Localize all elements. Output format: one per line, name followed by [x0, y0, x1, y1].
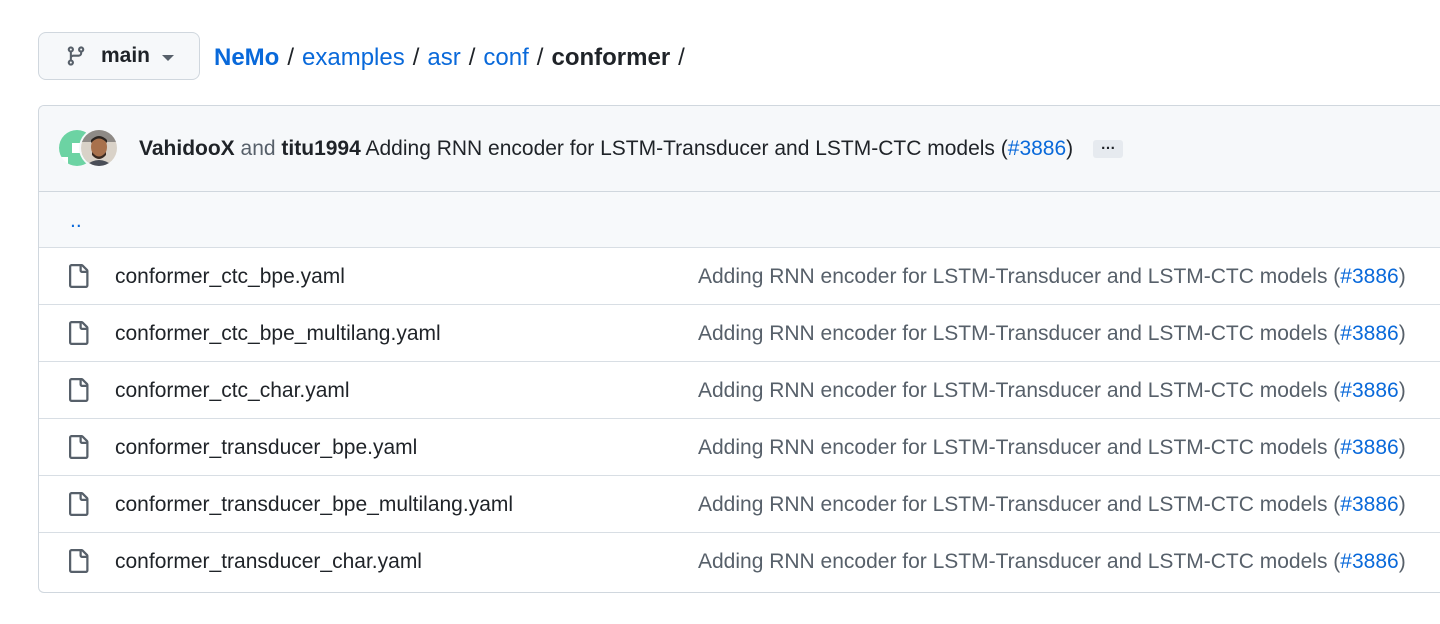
file-pull-request-link[interactable]: #3886 — [1340, 436, 1399, 459]
latest-commit-header: VahidooX and titu1994 Adding RNN encoder… — [39, 106, 1440, 192]
file-commit-message-end[interactable]: ) — [1398, 493, 1406, 516]
breadcrumb-link-asr[interactable]: asr — [427, 44, 461, 71]
file-pull-request-link[interactable]: #3886 — [1340, 550, 1399, 573]
file-commit-message-link[interactable]: Adding RNN encoder for LSTM-Transducer a… — [698, 550, 1341, 573]
breadcrumb-repo-link[interactable]: NeMo — [214, 44, 280, 71]
file-commit-message: Adding RNN encoder for LSTM-Transducer a… — [698, 362, 1406, 420]
file-row: conformer_ctc_bpe.yaml Adding RNN encode… — [39, 248, 1440, 305]
file-name-link[interactable]: conformer_transducer_bpe_multilang.yaml — [115, 493, 514, 516]
file-commit-message-end[interactable]: ) — [1398, 265, 1406, 288]
file-commit-message-link[interactable]: Adding RNN encoder for LSTM-Transducer a… — [698, 265, 1341, 288]
file-pull-request-link[interactable]: #3886 — [1340, 265, 1399, 288]
file-commit-message-end[interactable]: ) — [1398, 550, 1406, 573]
branch-select-button[interactable]: main — [38, 32, 200, 80]
breadcrumb-link-examples[interactable]: examples — [302, 44, 405, 71]
file-name-link[interactable]: conformer_transducer_bpe.yaml — [115, 436, 418, 459]
file-commit-message-link[interactable]: Adding RNN encoder for LSTM-Transducer a… — [698, 436, 1341, 459]
file-commit-message: Adding RNN encoder for LSTM-Transducer a… — [698, 305, 1406, 363]
breadcrumb-separator: / — [468, 44, 476, 71]
file-commit-message-end[interactable]: ) — [1398, 322, 1406, 345]
latest-commit-summary: VahidooX and titu1994 Adding RNN encoder… — [139, 106, 1124, 191]
file-icon — [66, 264, 90, 288]
file-list-box: VahidooX and titu1994 Adding RNN encoder… — [38, 105, 1440, 593]
breadcrumb: NeMo / examples / asr / conf / conformer / — [214, 40, 685, 76]
commit-coauthor-link[interactable]: titu1994 — [281, 137, 361, 160]
file-name-link[interactable]: conformer_ctc_char.yaml — [115, 379, 350, 402]
file-row: conformer_transducer_bpe_multilang.yaml … — [39, 476, 1440, 533]
commit-message-link[interactable]: Adding RNN encoder for LSTM-Transducer a… — [365, 137, 1008, 160]
file-row: conformer_ctc_char.yaml Adding RNN encod… — [39, 362, 1440, 419]
branch-label: main — [101, 44, 151, 67]
parent-directory-row[interactable]: .. — [39, 192, 1440, 248]
file-icon — [66, 378, 90, 402]
caret-down-icon — [162, 55, 174, 61]
breadcrumb-separator: / — [678, 44, 685, 71]
file-pull-request-link[interactable]: #3886 — [1340, 493, 1399, 516]
file-row: conformer_transducer_char.yaml Adding RN… — [39, 533, 1440, 589]
file-icon — [66, 321, 90, 345]
file-name-link[interactable]: conformer_ctc_bpe.yaml — [115, 265, 345, 288]
file-commit-message-link[interactable]: Adding RNN encoder for LSTM-Transducer a… — [698, 322, 1341, 345]
git-branch-icon — [65, 45, 87, 67]
avatar-titu1994[interactable] — [81, 130, 117, 166]
file-pull-request-link[interactable]: #3886 — [1340, 379, 1399, 402]
file-commit-message: Adding RNN encoder for LSTM-Transducer a… — [698, 476, 1406, 534]
pull-request-link[interactable]: #3886 — [1007, 137, 1067, 160]
file-commit-message-end[interactable]: ) — [1398, 379, 1406, 402]
parent-directory-link[interactable]: .. — [70, 209, 82, 232]
breadcrumb-link-conf[interactable]: conf — [483, 44, 529, 71]
expand-commit-message-button[interactable]: … — [1093, 137, 1124, 159]
commit-authors-conjunction: and — [240, 137, 276, 160]
breadcrumb-separator: / — [536, 44, 544, 71]
file-commit-message: Adding RNN encoder for LSTM-Transducer a… — [698, 248, 1406, 306]
commit-message-end[interactable]: ) — [1066, 137, 1074, 160]
file-commit-message: Adding RNN encoder for LSTM-Transducer a… — [698, 533, 1406, 591]
file-icon — [66, 549, 90, 573]
commit-author-link[interactable]: VahidooX — [139, 137, 235, 160]
file-commit-message-link[interactable]: Adding RNN encoder for LSTM-Transducer a… — [698, 379, 1341, 402]
file-commit-message-end[interactable]: ) — [1398, 436, 1406, 459]
file-pull-request-link[interactable]: #3886 — [1340, 322, 1399, 345]
file-name-link[interactable]: conformer_transducer_char.yaml — [115, 550, 422, 573]
file-row: conformer_transducer_bpe.yaml Adding RNN… — [39, 419, 1440, 476]
breadcrumb-separator: / — [412, 44, 420, 71]
file-icon — [66, 435, 90, 459]
file-name-link[interactable]: conformer_ctc_bpe_multilang.yaml — [115, 322, 441, 345]
file-row: conformer_ctc_bpe_multilang.yaml Adding … — [39, 305, 1440, 362]
file-commit-message-link[interactable]: Adding RNN encoder for LSTM-Transducer a… — [698, 493, 1341, 516]
file-commit-message: Adding RNN encoder for LSTM-Transducer a… — [698, 419, 1406, 477]
breadcrumb-separator: / — [287, 44, 295, 71]
file-icon — [66, 492, 90, 516]
breadcrumb-current-folder: conformer — [551, 44, 671, 71]
file-rows: conformer_ctc_bpe.yaml Adding RNN encode… — [39, 248, 1440, 589]
